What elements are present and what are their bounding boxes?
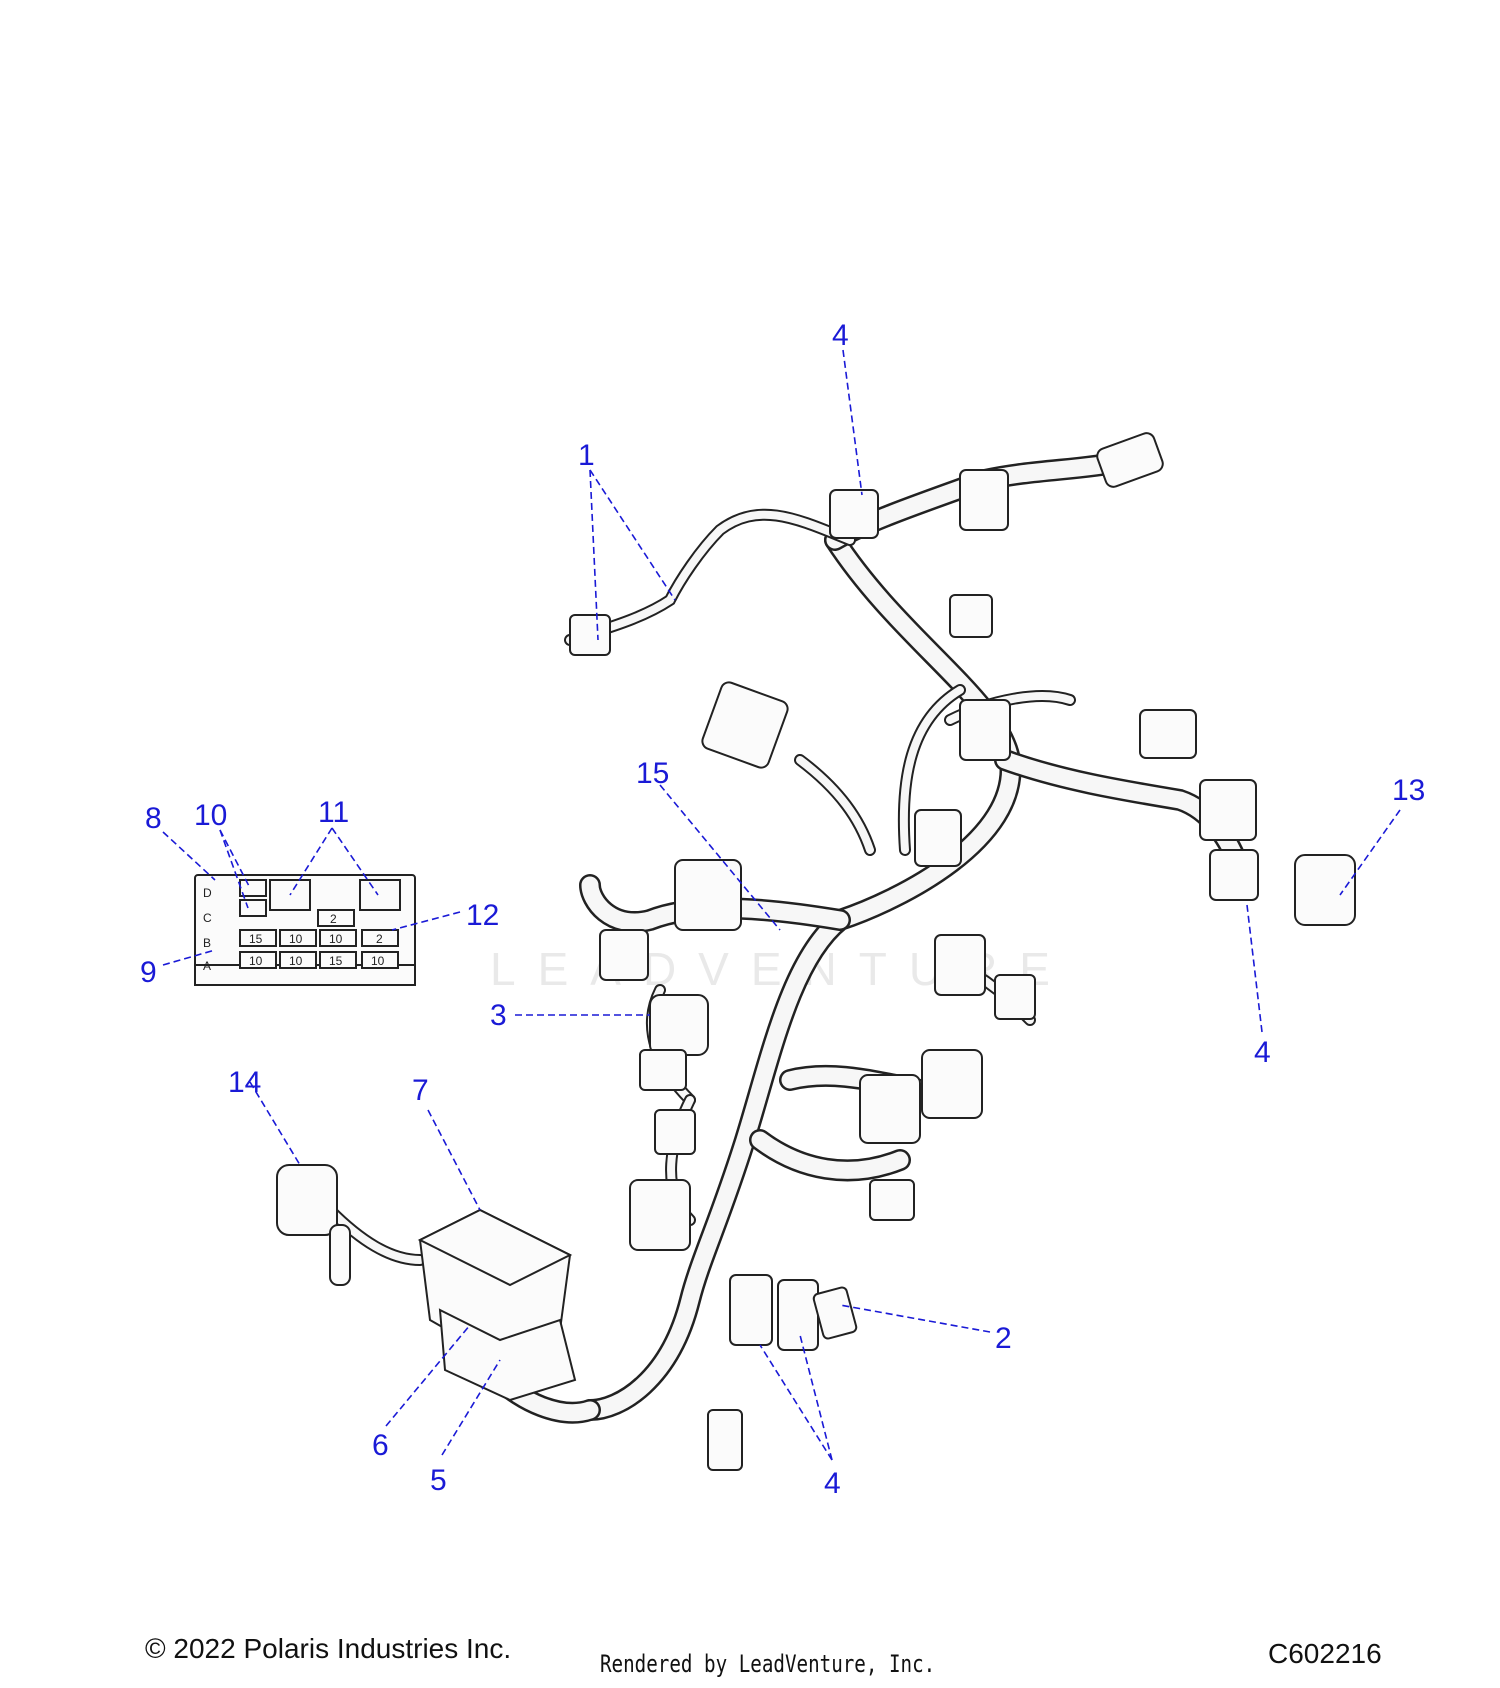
fuse-label: 2 — [330, 912, 337, 926]
harness-fuse-box — [417, 1208, 577, 1402]
fuse-label: 10 — [371, 954, 385, 968]
callout-11: 11 — [318, 796, 349, 829]
callout-2: 2 — [995, 1322, 1012, 1355]
fuse-row-letter-c: C — [203, 911, 212, 925]
fuse-row-letter-b: B — [203, 936, 211, 950]
callout-4-top: 4 — [832, 319, 849, 352]
callout-9: 9 — [140, 956, 157, 989]
rendered-by-credit: Rendered by LeadVenture, Inc. — [600, 1650, 936, 1678]
callout-12: 12 — [466, 899, 499, 932]
fuse-label: 10 — [249, 954, 263, 968]
copyright-notice: © 2022 Polaris Industries Inc. — [145, 1633, 512, 1664]
callout-6: 6 — [372, 1429, 389, 1462]
fuse-label: 10 — [329, 932, 343, 946]
fuse-label: 10 — [289, 954, 303, 968]
callout-1: 1 — [578, 439, 595, 472]
leader-lines — [162, 349, 1401, 1461]
connectors — [276, 432, 1356, 1471]
fuse-row-letter-d: D — [203, 886, 212, 900]
callout-10: 10 — [194, 799, 227, 832]
callout-3: 3 — [490, 999, 507, 1032]
callout-15: 15 — [636, 757, 669, 790]
callout-8: 8 — [145, 802, 162, 835]
callout-13: 13 — [1392, 774, 1425, 807]
callout-5: 5 — [430, 1464, 447, 1497]
callout-labels: 1 2 3 4 4 4 5 6 7 8 9 10 11 12 13 14 15 — [140, 319, 1425, 1500]
callout-4-right: 4 — [1254, 1036, 1271, 1069]
callout-4-bottom: 4 — [824, 1467, 841, 1500]
fuse-label: 10 — [289, 932, 303, 946]
fuse-panel-inset: D C B A 2 15 10 10 2 10 10 15 10 — [194, 874, 416, 986]
callout-14: 14 — [228, 1066, 261, 1099]
diagram-code: C602216 — [1268, 1638, 1382, 1669]
fuse-label: 15 — [249, 932, 263, 946]
fuse-label: 15 — [329, 954, 343, 968]
fuse-label: 2 — [376, 932, 383, 946]
callout-7: 7 — [412, 1074, 429, 1107]
fuse-row-letter-a: A — [203, 959, 211, 973]
